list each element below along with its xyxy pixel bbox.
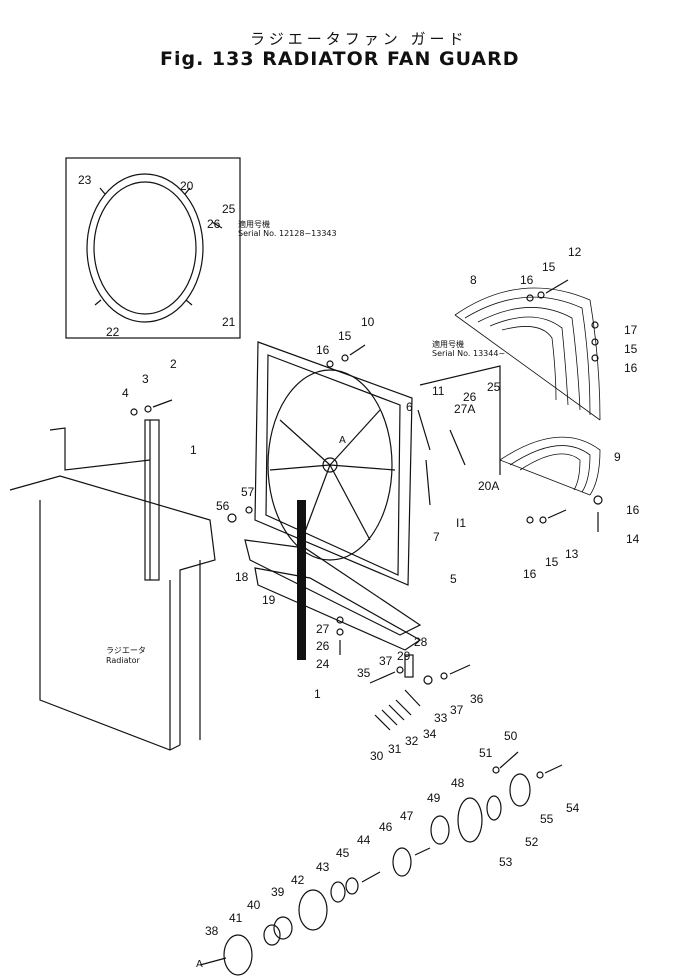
part-label: 9 <box>614 450 621 464</box>
part-label: 27A <box>454 402 476 416</box>
part-label: 16 <box>626 503 640 517</box>
part-label: 16 <box>316 343 330 357</box>
part-label: 20 <box>180 179 194 193</box>
hardware-right <box>417 279 603 532</box>
right-serial-note: Serial No. 13344~ <box>432 349 506 358</box>
part-label: 35 <box>357 666 371 680</box>
part-label: 41 <box>229 911 243 925</box>
inset-serial-note: Serial No. 12128~13343 <box>238 229 337 238</box>
part-label: 15 <box>624 342 638 356</box>
part-label: 25 <box>487 380 501 394</box>
part-label: 6 <box>406 400 413 414</box>
part-label: 16 <box>624 361 638 375</box>
title-japanese: ラジエータファン ガード <box>250 30 468 48</box>
part-label: 24 <box>316 657 330 671</box>
part-label: 51 <box>479 746 493 760</box>
inset-frame <box>65 157 241 339</box>
part-label: 53 <box>499 855 513 869</box>
part-label: 36 <box>470 692 484 706</box>
part-label: 28 <box>414 635 428 649</box>
part-label: 17 <box>624 323 638 337</box>
part-label: 10 <box>361 315 375 329</box>
part-label: 55 <box>540 812 554 826</box>
part-label: I1 <box>456 516 467 530</box>
stay-1 <box>144 419 160 581</box>
seal-strip-1 <box>297 500 306 660</box>
part-label: 32 <box>405 734 419 748</box>
fan-guard-lower <box>499 436 601 496</box>
part-label: 14 <box>626 532 640 546</box>
figure-title: Fig. 133 RADIATOR FAN GUARD <box>160 48 520 70</box>
part-label: 31 <box>388 742 402 756</box>
part-label: 7 <box>433 530 440 544</box>
part-label: 15 <box>542 260 556 274</box>
part-label: 33 <box>434 711 448 725</box>
right-note-jp: 適用号機 <box>432 340 464 349</box>
part-label: 50 <box>504 729 518 743</box>
radiator-body <box>9 427 216 751</box>
part-label: 26 <box>316 639 330 653</box>
part-label: 1 <box>190 443 197 457</box>
part-label: 26 <box>463 390 477 404</box>
part-label: 44 <box>357 833 371 847</box>
part-label: 3 <box>142 372 149 386</box>
radiator-note-jp: ラジエータ <box>106 646 146 655</box>
part-label: 42 <box>291 873 305 887</box>
radiator-note-en: Radiator <box>106 656 140 665</box>
part-label: 8 <box>470 273 477 287</box>
part-label: 18 <box>235 570 249 584</box>
part-label: 38 <box>205 924 219 938</box>
part-label: 27 <box>316 622 330 636</box>
part-label: 25 <box>222 202 236 216</box>
fan-shroud <box>254 341 413 586</box>
part-label: 37 <box>450 703 464 717</box>
part-label: 20A <box>478 479 500 493</box>
part-label: 54 <box>566 801 580 815</box>
part-label: 39 <box>271 885 285 899</box>
part-label: 57 <box>241 485 255 499</box>
part-label: 15 <box>545 555 559 569</box>
part-label: 16 <box>520 273 534 287</box>
part-label: 48 <box>451 776 465 790</box>
part-label: 23 <box>78 173 92 187</box>
hardware-left <box>130 344 366 655</box>
inset-ring-guard <box>86 173 223 323</box>
arrow-a-lower: A <box>196 959 203 970</box>
part-label: 12 <box>568 245 582 259</box>
part-label: 43 <box>316 860 330 874</box>
part-label: 40 <box>247 898 261 912</box>
part-label: 34 <box>423 727 437 741</box>
part-label: 22 <box>106 325 120 339</box>
part-label: 47 <box>400 809 414 823</box>
part-label: 19 <box>262 593 276 607</box>
arrow-a-upper: A <box>339 435 346 446</box>
part-label: 4 <box>122 386 129 400</box>
inset-note-jp: 適用号機 <box>238 220 270 229</box>
part-label: 45 <box>336 846 350 860</box>
part-label: 56 <box>216 499 230 513</box>
part-label: 29 <box>397 649 411 663</box>
part-label: 2 <box>170 357 177 371</box>
fan-guard-upper <box>454 287 601 421</box>
part-label: 16 <box>523 567 537 581</box>
part-label: 30 <box>370 749 384 763</box>
part-label: 1 <box>314 687 321 701</box>
hub-assembly <box>199 751 563 976</box>
part-label: 46 <box>379 820 393 834</box>
part-label: 11 <box>432 384 445 398</box>
part-label: 21 <box>222 315 236 329</box>
part-label: 37 <box>379 654 393 668</box>
part-label: 26 <box>207 217 221 231</box>
part-label: 15 <box>338 329 352 343</box>
bracket-parts <box>369 654 471 731</box>
part-label: 52 <box>525 835 539 849</box>
part-label: 5 <box>450 572 457 586</box>
part-label: 49 <box>427 791 441 805</box>
part-label: 13 <box>565 547 579 561</box>
lower-plates <box>244 539 422 651</box>
